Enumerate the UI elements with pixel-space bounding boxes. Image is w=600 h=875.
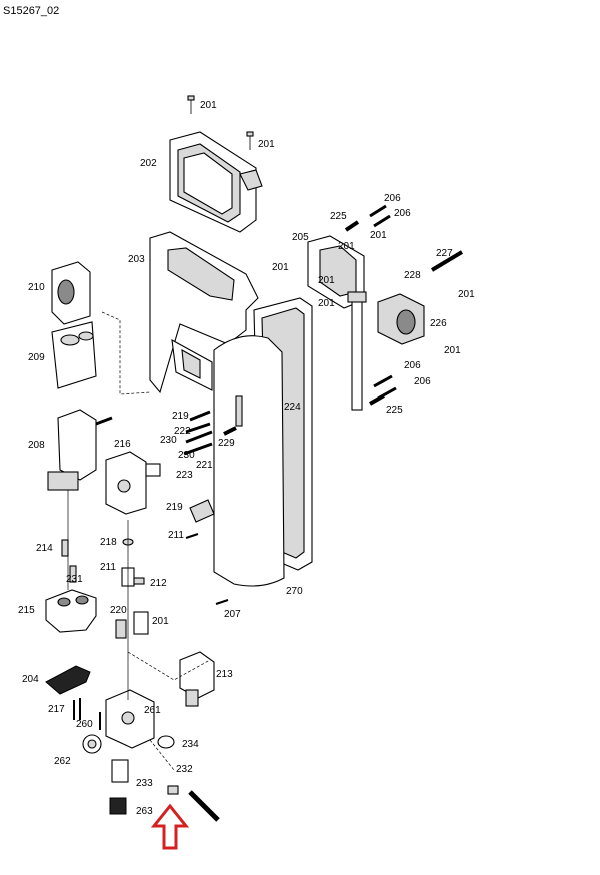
part-label-220: 220: [110, 605, 127, 616]
part-label-201: 201: [338, 241, 355, 252]
part-203-housing: [149, 231, 259, 394]
part-label-217: 217: [48, 704, 65, 715]
part-label-206: 206: [394, 208, 411, 219]
part-label-211: 211: [168, 530, 184, 541]
part-204-217-screws: [73, 698, 101, 730]
part-label-219: 219: [166, 502, 183, 513]
part-label-214: 214: [36, 543, 53, 554]
part-label-201: 201: [200, 100, 217, 111]
part-label-226: 226: [430, 318, 447, 329]
part-label-203: 203: [128, 254, 145, 265]
part-label-201: 201: [318, 298, 335, 309]
part-label-225: 225: [386, 405, 403, 416]
part-263-tube: [188, 790, 220, 822]
part-216-outlet: [105, 451, 161, 515]
part-209-block: [51, 321, 97, 389]
part-label-270: 270: [286, 586, 303, 597]
part-215-220: [115, 611, 149, 639]
part-219-screw: [185, 533, 199, 539]
part-label-224: 224: [284, 402, 301, 413]
part-label-230: 230: [178, 450, 195, 461]
part-270-valve: [179, 651, 215, 707]
part-label-225: 225: [330, 211, 347, 222]
part-label-215: 215: [18, 605, 35, 616]
part-210-cover: [51, 261, 91, 325]
part-label-219: 219: [172, 411, 189, 422]
part-262-nipple: [167, 785, 179, 795]
part-207-front-door: [213, 335, 285, 587]
part-201-screw-b: [246, 131, 254, 150]
part-label-262: 262: [54, 756, 71, 767]
part-label-201: 201: [370, 230, 387, 241]
part-label-227: 227: [436, 248, 453, 259]
assembly-line-b: [127, 651, 211, 681]
part-212-manifold: [45, 589, 97, 633]
part-label-209: 209: [28, 352, 45, 363]
assembly-line-a: [101, 311, 151, 395]
part-label-201: 201: [272, 262, 289, 273]
part-214-218-231: [121, 538, 145, 587]
part-label-232: 232: [176, 764, 193, 775]
part-label-234: 234: [182, 739, 199, 750]
part-label-204: 204: [22, 674, 39, 685]
part-label-206: 206: [384, 193, 401, 204]
part-201-screw-c: [215, 599, 229, 605]
part-label-211: 211: [100, 562, 116, 573]
part-label-263: 263: [136, 806, 153, 817]
part-number-labels: 201 201 202 206 225 206 201 205 201 203 201 227 228 2…: [18, 100, 475, 817]
part-label-230: 230: [160, 435, 177, 446]
part-small-pins: [183, 410, 237, 456]
part-label-221: 221: [196, 460, 213, 471]
part-label-229: 229: [218, 438, 235, 449]
part-205-bracket: [307, 235, 365, 309]
part-label-206: 206: [404, 360, 421, 371]
part-label-261: 261: [144, 705, 161, 716]
part-label-260: 260: [76, 719, 93, 730]
part-label-205: 205: [292, 232, 309, 243]
part-label-208: 208: [28, 440, 45, 451]
part-232-233: [109, 759, 129, 815]
part-label-201: 201: [318, 275, 335, 286]
part-202-display: [169, 131, 263, 233]
part-201-screw-top: [187, 95, 195, 114]
part-label-222: 222: [174, 426, 191, 437]
part-label-210: 210: [28, 282, 45, 293]
part-label-201: 201: [458, 289, 475, 300]
drawing-reference: S15267_02: [3, 5, 59, 17]
assembly-line-c: [149, 739, 175, 771]
part-label-207: 207: [224, 609, 241, 620]
part-label-223: 223: [176, 470, 193, 481]
part-261-plug: [157, 735, 175, 749]
part-260-block: [105, 689, 155, 749]
part-label-206: 206: [414, 376, 431, 387]
part-label-218: 218: [100, 537, 117, 548]
part-223-clip: [189, 499, 215, 523]
part-label-216: 216: [114, 439, 131, 450]
part-208-outlet: [47, 409, 113, 491]
part-spindle: [347, 291, 367, 411]
part-label-201: 201: [444, 345, 461, 356]
part-label-213: 213: [216, 669, 233, 680]
part-label-231: 231: [66, 574, 83, 585]
part-screws-206-225: [344, 204, 397, 406]
part-label-201: 201: [258, 139, 275, 150]
part-226-motor: [377, 293, 425, 345]
part-213-lever: [45, 665, 91, 695]
highlight-arrow-icon: [150, 803, 190, 850]
part-label-202: 202: [140, 158, 157, 169]
part-label-201: 201: [152, 616, 169, 627]
part-234-knob: [82, 734, 102, 754]
part-label-228: 228: [404, 270, 421, 281]
part-227-pin: [430, 250, 464, 272]
part-label-212: 212: [150, 578, 167, 589]
part-label-233: 233: [136, 778, 153, 789]
